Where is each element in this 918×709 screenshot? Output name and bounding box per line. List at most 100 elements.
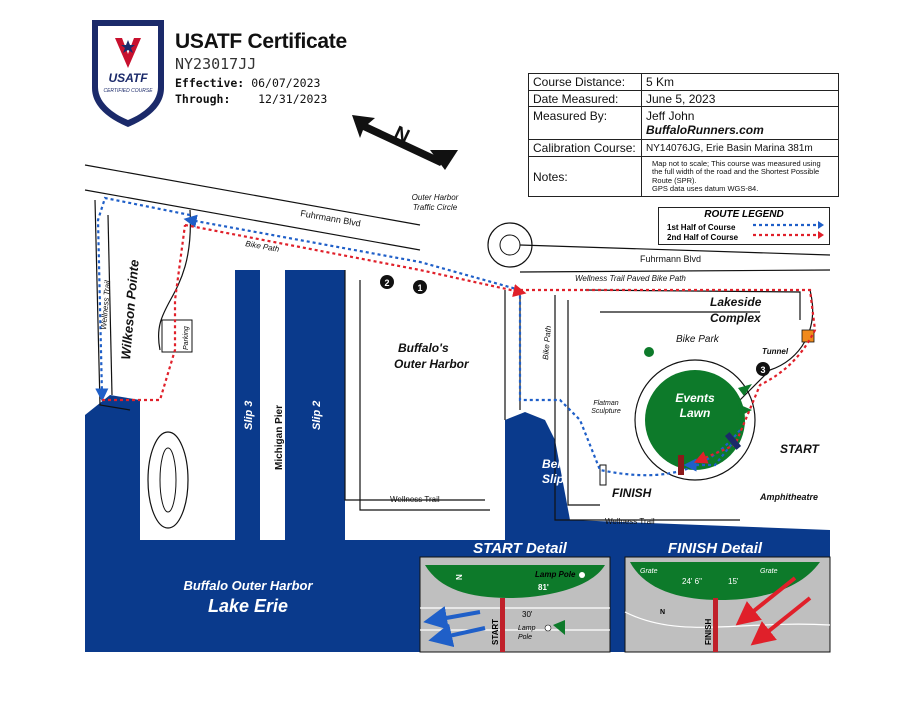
table-row: Course Distance: 5 Km bbox=[528, 73, 839, 91]
table-row: Notes: Map not to scale; This course was… bbox=[528, 156, 839, 197]
info-value: 5 Km bbox=[641, 73, 839, 91]
label-kayak-3: Area bbox=[219, 344, 226, 360]
table-row: Calibration Course: NY14076JG, Erie Basi… bbox=[528, 139, 839, 157]
route-first-half bbox=[95, 196, 741, 477]
label-bell-2: Slip bbox=[542, 472, 564, 486]
label-events-1: Events bbox=[675, 391, 715, 405]
label-finish: FINISH bbox=[612, 486, 652, 500]
certificate-title: USATF Certificate bbox=[175, 30, 347, 53]
label-parking: Parking bbox=[183, 326, 190, 350]
label-wellness-left: Wellness Trail bbox=[99, 280, 112, 330]
marker-1-label: 1 bbox=[417, 283, 422, 293]
start-detail-title: START Detail bbox=[473, 540, 567, 557]
label-tunnel: Tunnel bbox=[762, 347, 789, 356]
legend-swatches bbox=[753, 221, 824, 239]
table-row: Date Measured: June 5, 2023 bbox=[528, 90, 839, 107]
svg-text:Grate: Grate bbox=[760, 568, 778, 575]
through-date: 12/31/2023 bbox=[258, 92, 328, 106]
label-buffalo-harbor: Buffalo Outer Harbor bbox=[183, 578, 313, 593]
svg-text:15': 15' bbox=[728, 577, 739, 586]
label-outer-harbor-2: Outer Harbor bbox=[394, 357, 470, 371]
north-arrow-icon: N bbox=[352, 115, 458, 170]
legend-title: ROUTE LEGEND bbox=[704, 209, 784, 220]
info-key: Measured By: bbox=[528, 106, 642, 140]
label-fuhrmann-1: Fuhrmann Blvd bbox=[300, 208, 362, 228]
label-slip-3: Slip 3 bbox=[243, 401, 255, 430]
effective-date: 06/07/2023 bbox=[251, 76, 321, 90]
label-kayak-1: Kayak bbox=[203, 339, 210, 360]
svg-text:81': 81' bbox=[538, 583, 549, 592]
svg-text:USATF: USATF bbox=[108, 71, 148, 85]
info-value-cell: Jeff John BuffaloRunners.com bbox=[641, 106, 839, 140]
flatman-sculpture bbox=[599, 464, 607, 486]
label-flatman-2: Sculpture bbox=[591, 408, 621, 415]
label-traffic-circle-1: Outer Harbor bbox=[412, 193, 459, 202]
svg-text:CERTIFIED COURSE: CERTIFIED COURSE bbox=[103, 88, 153, 94]
mile-marker-2 bbox=[380, 275, 394, 289]
start-line-bar bbox=[724, 432, 742, 450]
label-slip-2: Slip 2 bbox=[311, 401, 323, 430]
roads bbox=[84, 164, 831, 521]
info-value-link: BuffaloRunners.com bbox=[646, 123, 764, 137]
route-second-half bbox=[102, 223, 817, 464]
info-value-extra: GPS data uses datum WGS-84. bbox=[652, 184, 759, 193]
label-amphitheatre: Amphitheatre bbox=[759, 492, 818, 502]
label-outer-harbor-1: Buffalo's bbox=[398, 341, 449, 355]
label-michigan-pier: Michigan Pier bbox=[274, 405, 285, 470]
legend-second-half: 2nd Half of Course bbox=[667, 233, 739, 242]
label-lakeside-1: Lakeside bbox=[710, 295, 762, 309]
through-label: Through: bbox=[175, 92, 231, 106]
label-start: START bbox=[780, 442, 821, 456]
wilkeson-loop bbox=[147, 431, 189, 529]
label-wilkeson-pointe: Wilkeson Pointe bbox=[118, 259, 142, 360]
marker-2-label: 2 bbox=[384, 278, 389, 288]
label-wellness-paved: Wellness Trail Paved Bike Path bbox=[575, 274, 686, 283]
svg-text:N: N bbox=[660, 609, 665, 616]
traffic-circle bbox=[487, 222, 533, 268]
svg-text:FINISH: FINISH bbox=[704, 619, 713, 645]
usatf-shield-logo: USATF CERTIFIED COURSE bbox=[92, 20, 164, 127]
course-info-table: Course Distance: 5 Km Date Measured: Jun… bbox=[528, 73, 839, 197]
effective-label: Effective: bbox=[175, 76, 245, 90]
svg-text:Lamp: Lamp bbox=[518, 625, 536, 632]
label-bike-path-vertical: Bike Path bbox=[541, 325, 553, 360]
events-lawn bbox=[645, 370, 745, 470]
start-line-detail bbox=[500, 598, 505, 652]
svg-text:24' 6": 24' 6" bbox=[682, 577, 702, 586]
mile-marker-1 bbox=[413, 280, 427, 294]
finish-detail-title: FINISH Detail bbox=[668, 540, 763, 557]
svg-text:Grate: Grate bbox=[640, 568, 658, 575]
through-line: Through: 12/31/2023 bbox=[175, 92, 327, 106]
label-events-2: Lawn bbox=[680, 406, 711, 420]
marker-3-label: 3 bbox=[760, 365, 765, 375]
info-value: Jeff John bbox=[646, 109, 695, 123]
info-value-cell: Map not to scale; This course was measur… bbox=[641, 156, 839, 197]
label-wellness-bottom: Wellness Trail bbox=[390, 495, 440, 504]
info-value: Map not to scale; This course was measur… bbox=[652, 158, 821, 185]
finish-line-bar bbox=[678, 455, 684, 475]
svg-text:N: N bbox=[455, 574, 464, 580]
label-bike-park: Bike Park bbox=[676, 334, 720, 345]
label-lakeside-2: Complex bbox=[710, 311, 762, 325]
info-key: Course Distance: bbox=[528, 73, 642, 91]
legend-first-half: 1st Half of Course bbox=[667, 223, 736, 232]
svg-text:30': 30' bbox=[522, 610, 533, 619]
route-legend: ROUTE LEGEND 1st Half of Course 2nd Half… bbox=[658, 207, 830, 245]
info-key: Notes: bbox=[528, 156, 642, 197]
info-key: Calibration Course: bbox=[528, 139, 642, 157]
info-value: June 5, 2023 bbox=[641, 90, 839, 107]
parking-area bbox=[161, 319, 193, 353]
certificate-id: NY23017JJ bbox=[175, 55, 257, 73]
table-row: Measured By: Jeff John BuffaloRunners.co… bbox=[528, 106, 839, 140]
label-traffic-circle-2: Traffic Circle bbox=[413, 203, 458, 212]
label-lake-erie: Lake Erie bbox=[208, 596, 288, 616]
effective-line: Effective: 06/07/2023 bbox=[175, 76, 320, 90]
info-key: Date Measured: bbox=[528, 90, 642, 107]
start-detail-inset: START Detail START Lamp Pole 81' 30' Lam… bbox=[419, 540, 611, 653]
svg-text:Lamp Pole: Lamp Pole bbox=[535, 570, 576, 579]
label-bell-1: Bell bbox=[542, 457, 565, 471]
tree-marker bbox=[644, 347, 654, 357]
info-value: NY14076JG, Erie Basin Marina 381m bbox=[641, 139, 839, 157]
label-kayak-2: Launch bbox=[211, 335, 218, 360]
